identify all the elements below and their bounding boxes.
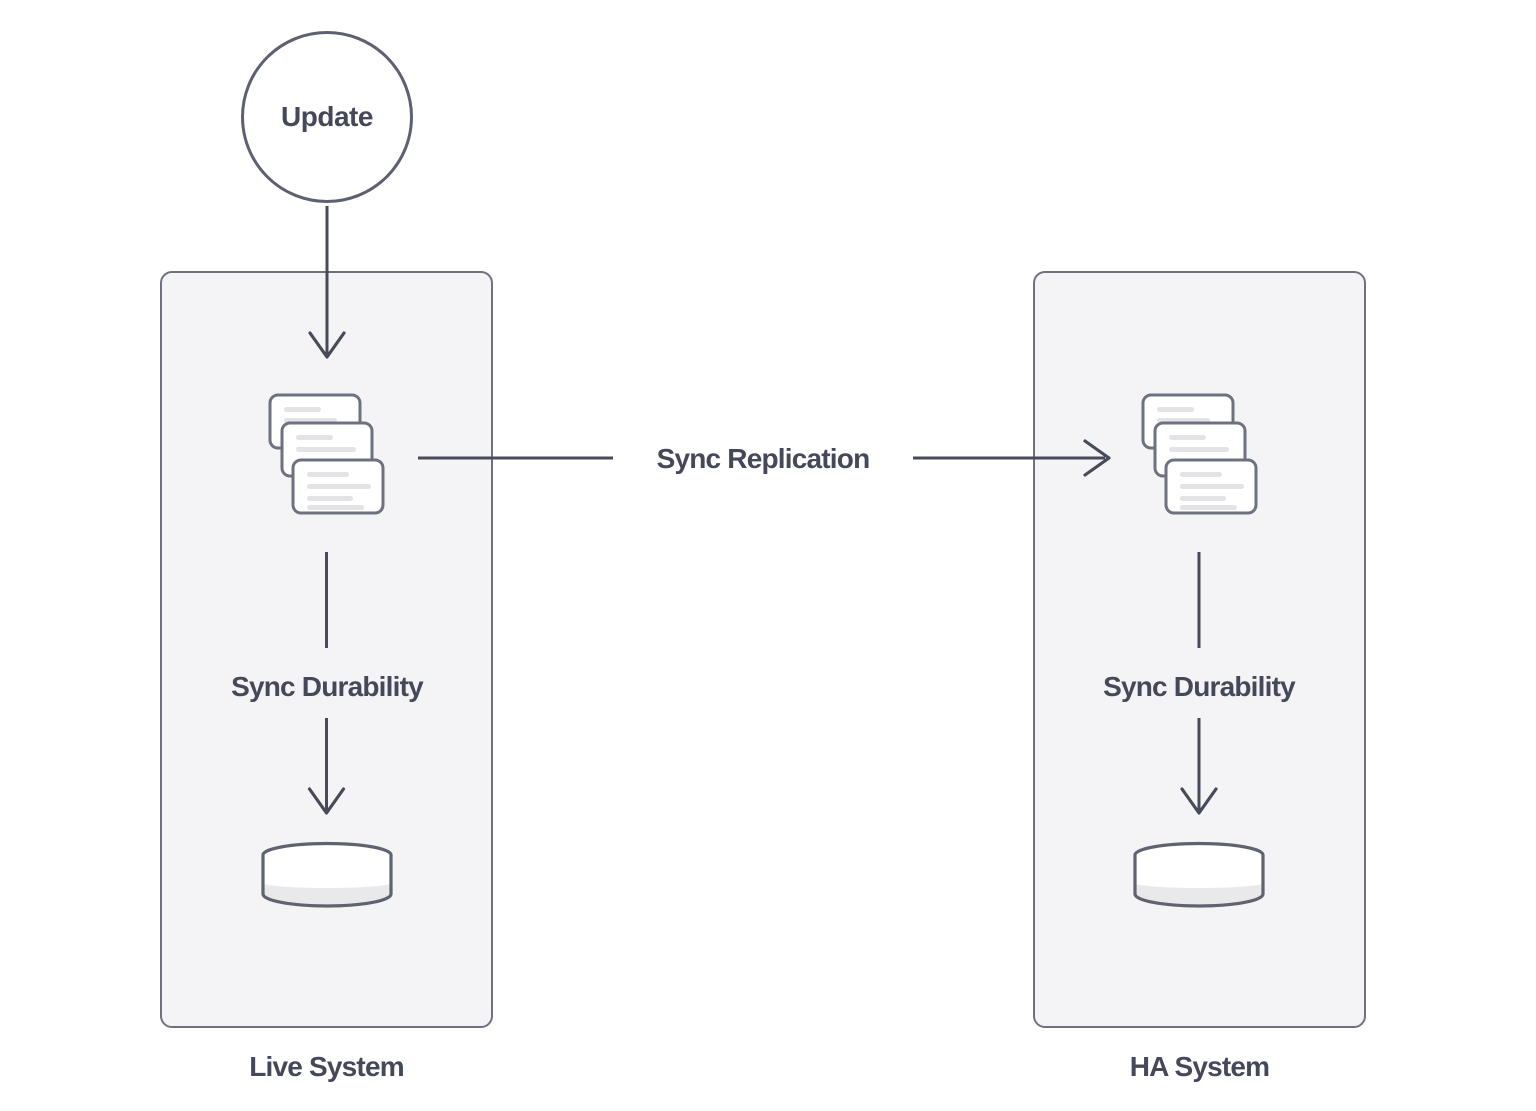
database-disk-icon xyxy=(1133,841,1265,908)
sync-durability-label-live: Sync Durability xyxy=(231,671,424,702)
ha-system-box xyxy=(1033,271,1366,1028)
database-disk-icon xyxy=(261,841,393,908)
live-system-label: Live System xyxy=(249,1051,404,1082)
ha-system-label: HA System xyxy=(1129,1051,1270,1082)
sync-durability-label-ha: Sync Durability xyxy=(1103,671,1296,702)
update-node-label: Update xyxy=(281,101,373,132)
update-node: Update xyxy=(241,31,413,203)
document-stack-icon xyxy=(268,393,385,515)
document-stack-icon xyxy=(1141,393,1258,515)
live-system-box xyxy=(160,271,493,1028)
sync-replication-label: Sync Replication xyxy=(613,442,913,476)
